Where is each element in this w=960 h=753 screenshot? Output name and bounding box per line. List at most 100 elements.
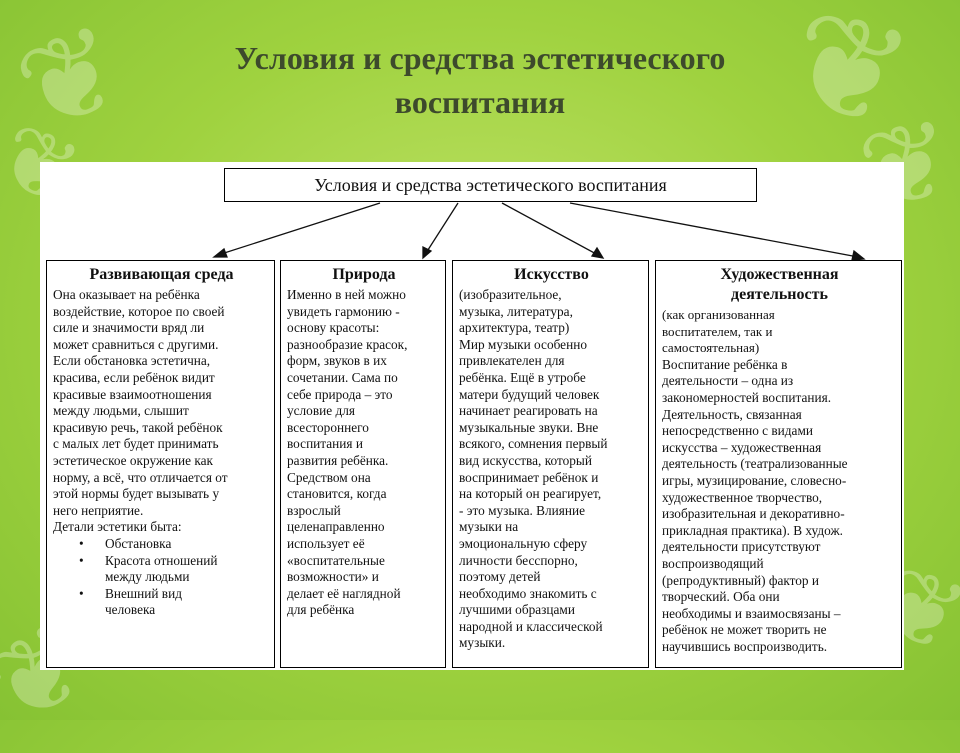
text-line: художественное творчество,	[662, 489, 823, 505]
column-title-line: Развивающая среда	[89, 266, 234, 283]
diagram-header-box: Условия и средства эстетического воспита…	[224, 168, 757, 202]
text-line: народной и классической	[459, 618, 603, 634]
column-title-line: Художественная	[720, 266, 839, 283]
slide-title: Условия и средства эстетического воспита…	[0, 36, 960, 124]
text-line: непосредственно с видами	[662, 423, 813, 439]
arrow-to-activity	[569, 202, 859, 258]
text-line: научившись воспроизводить.	[662, 638, 828, 654]
text-line: делает её наглядной	[287, 585, 401, 601]
column-title: Природа	[287, 265, 441, 285]
arrow-to-environment	[217, 202, 381, 256]
text-line: воспитания и	[287, 436, 363, 452]
text-line: всестороннего	[287, 419, 369, 435]
text-line: разнообразие красок,	[287, 336, 408, 352]
text-line: ребёнка. Ещё в утробе	[459, 369, 586, 385]
text-line: воздействие, которое по своей	[53, 303, 225, 319]
column-developing-environment: Развивающая среда Она оказывает на ребён…	[46, 260, 275, 668]
text-line: Детали эстетики быта:	[53, 519, 182, 535]
text-line: Мир музыки особенно	[459, 336, 587, 352]
text-line: эмоциональную сферу	[459, 535, 588, 551]
text-line: игры, музицирование, словесно-	[662, 472, 847, 488]
text-line: необходимо знакомить с	[459, 585, 597, 601]
text-line: музыки.	[459, 635, 506, 651]
text-line: необходимы и взаимосвязаны –	[662, 605, 841, 621]
slide-title-line: Условия и средства эстетического	[234, 40, 726, 76]
column-title: Художественная деятельность	[662, 265, 897, 305]
text-line: норму, а всё, что отличается от	[53, 469, 228, 485]
arrowhead	[212, 247, 228, 258]
text-line: привлекателен для	[459, 353, 565, 369]
text-line: Она оказывает на ребёнка	[53, 287, 200, 302]
text-line: воспроизводящий	[662, 555, 764, 571]
text-line: лучшими образцами	[459, 602, 575, 618]
text-line: Средством она	[287, 469, 371, 485]
text-line: музыки на	[459, 519, 519, 535]
text-line: самостоятельная)	[662, 340, 760, 356]
text-line: архитектура, театр)	[459, 320, 570, 336]
connector-arrows	[212, 202, 866, 261]
text-line: ребёнок не может творить не	[662, 622, 827, 638]
text-line: форм, звуков в их	[287, 353, 387, 369]
text-line: деятельности присутствуют	[662, 539, 821, 555]
text-line: основу красоты:	[287, 320, 380, 336]
text-line: условие для	[287, 403, 355, 419]
text-line: «воспитательные	[287, 552, 385, 568]
text-line: воспитателем, так и	[662, 323, 773, 339]
text-line: взрослый	[287, 502, 341, 518]
text-line: Воспитание ребёнка в	[662, 356, 788, 372]
text-line: (как организованная	[662, 307, 775, 322]
text-line: использует её	[287, 535, 365, 551]
text-line: закономерностей воспитания.	[662, 389, 832, 405]
arrow-to-art	[501, 202, 599, 256]
text-line: для ребёнка	[287, 602, 355, 618]
text-line: Деятельность, связанная	[662, 406, 802, 422]
text-line: этой нормы будет вызывать у	[53, 486, 220, 502]
text-line: матери будущий человек	[459, 386, 600, 402]
text-line: сочетании. Сама по	[287, 369, 398, 385]
text-line: личности бесспорно,	[459, 552, 578, 568]
text-line: увидеть гармонию -	[287, 303, 400, 319]
text-line: деятельность (театрализованные	[662, 456, 848, 472]
diagram-panel: Условия и средства эстетического воспита…	[40, 162, 904, 670]
column-title-line: Природа	[332, 266, 396, 283]
text-line: между людьми	[105, 569, 190, 585]
text-line: него неприятие.	[53, 502, 144, 518]
column-title: Искусство	[459, 265, 644, 285]
column-title: Развивающая среда	[53, 265, 270, 285]
text-line: прикладная практика). В худож.	[662, 522, 843, 538]
text-line: музыкальные звуки. Вне	[459, 419, 599, 435]
text-line: красивую речь, такой ребёнок	[53, 419, 223, 435]
text-line: эстетическое окружение как	[53, 452, 213, 468]
text-line: творческий. Оба они	[662, 589, 780, 605]
text-line: искусства – художественная	[662, 439, 822, 455]
text-line: на который он реагирует,	[459, 486, 602, 502]
bullet-item: Красота отношений	[53, 553, 270, 570]
text-line: вид искусства, который	[459, 452, 592, 468]
text-line: себе природа – это	[287, 386, 393, 402]
text-line: всякого, сомнения первый	[459, 436, 608, 452]
bullet-item: Обстановка	[53, 536, 270, 553]
arrow-to-nature	[425, 202, 459, 254]
text-line: музыка, литература,	[459, 303, 573, 319]
text-line: возможности» и	[287, 569, 379, 585]
text-line: начинает реагировать на	[459, 403, 598, 419]
bullet-item: Внешний вид	[53, 586, 270, 603]
text-line: силе и значимости вряд ли	[53, 320, 205, 336]
text-line: (изобразительное,	[459, 287, 562, 302]
text-line: с малых лет будет принимать	[53, 436, 219, 452]
slide-title-line: воспитания	[394, 84, 566, 120]
text-line: - это музыка. Влияние	[459, 502, 585, 518]
text-line: красива, если ребёнок видит	[53, 369, 215, 385]
text-line: изобразительная и декоративно-	[662, 506, 845, 522]
text-line: деятельности – одна из	[662, 373, 794, 389]
text-line: целенаправленно	[287, 519, 385, 535]
column-art: Искусство (изобразительное,музыка, литер…	[452, 260, 649, 668]
column-title-line: Искусство	[514, 266, 589, 283]
text-line: красивые взаимоотношения	[53, 386, 212, 402]
text-line: между людьми, слышит	[53, 403, 189, 419]
text-line: поэтому детей	[459, 569, 541, 585]
text-line: воспринимает ребёнок и	[459, 469, 599, 485]
